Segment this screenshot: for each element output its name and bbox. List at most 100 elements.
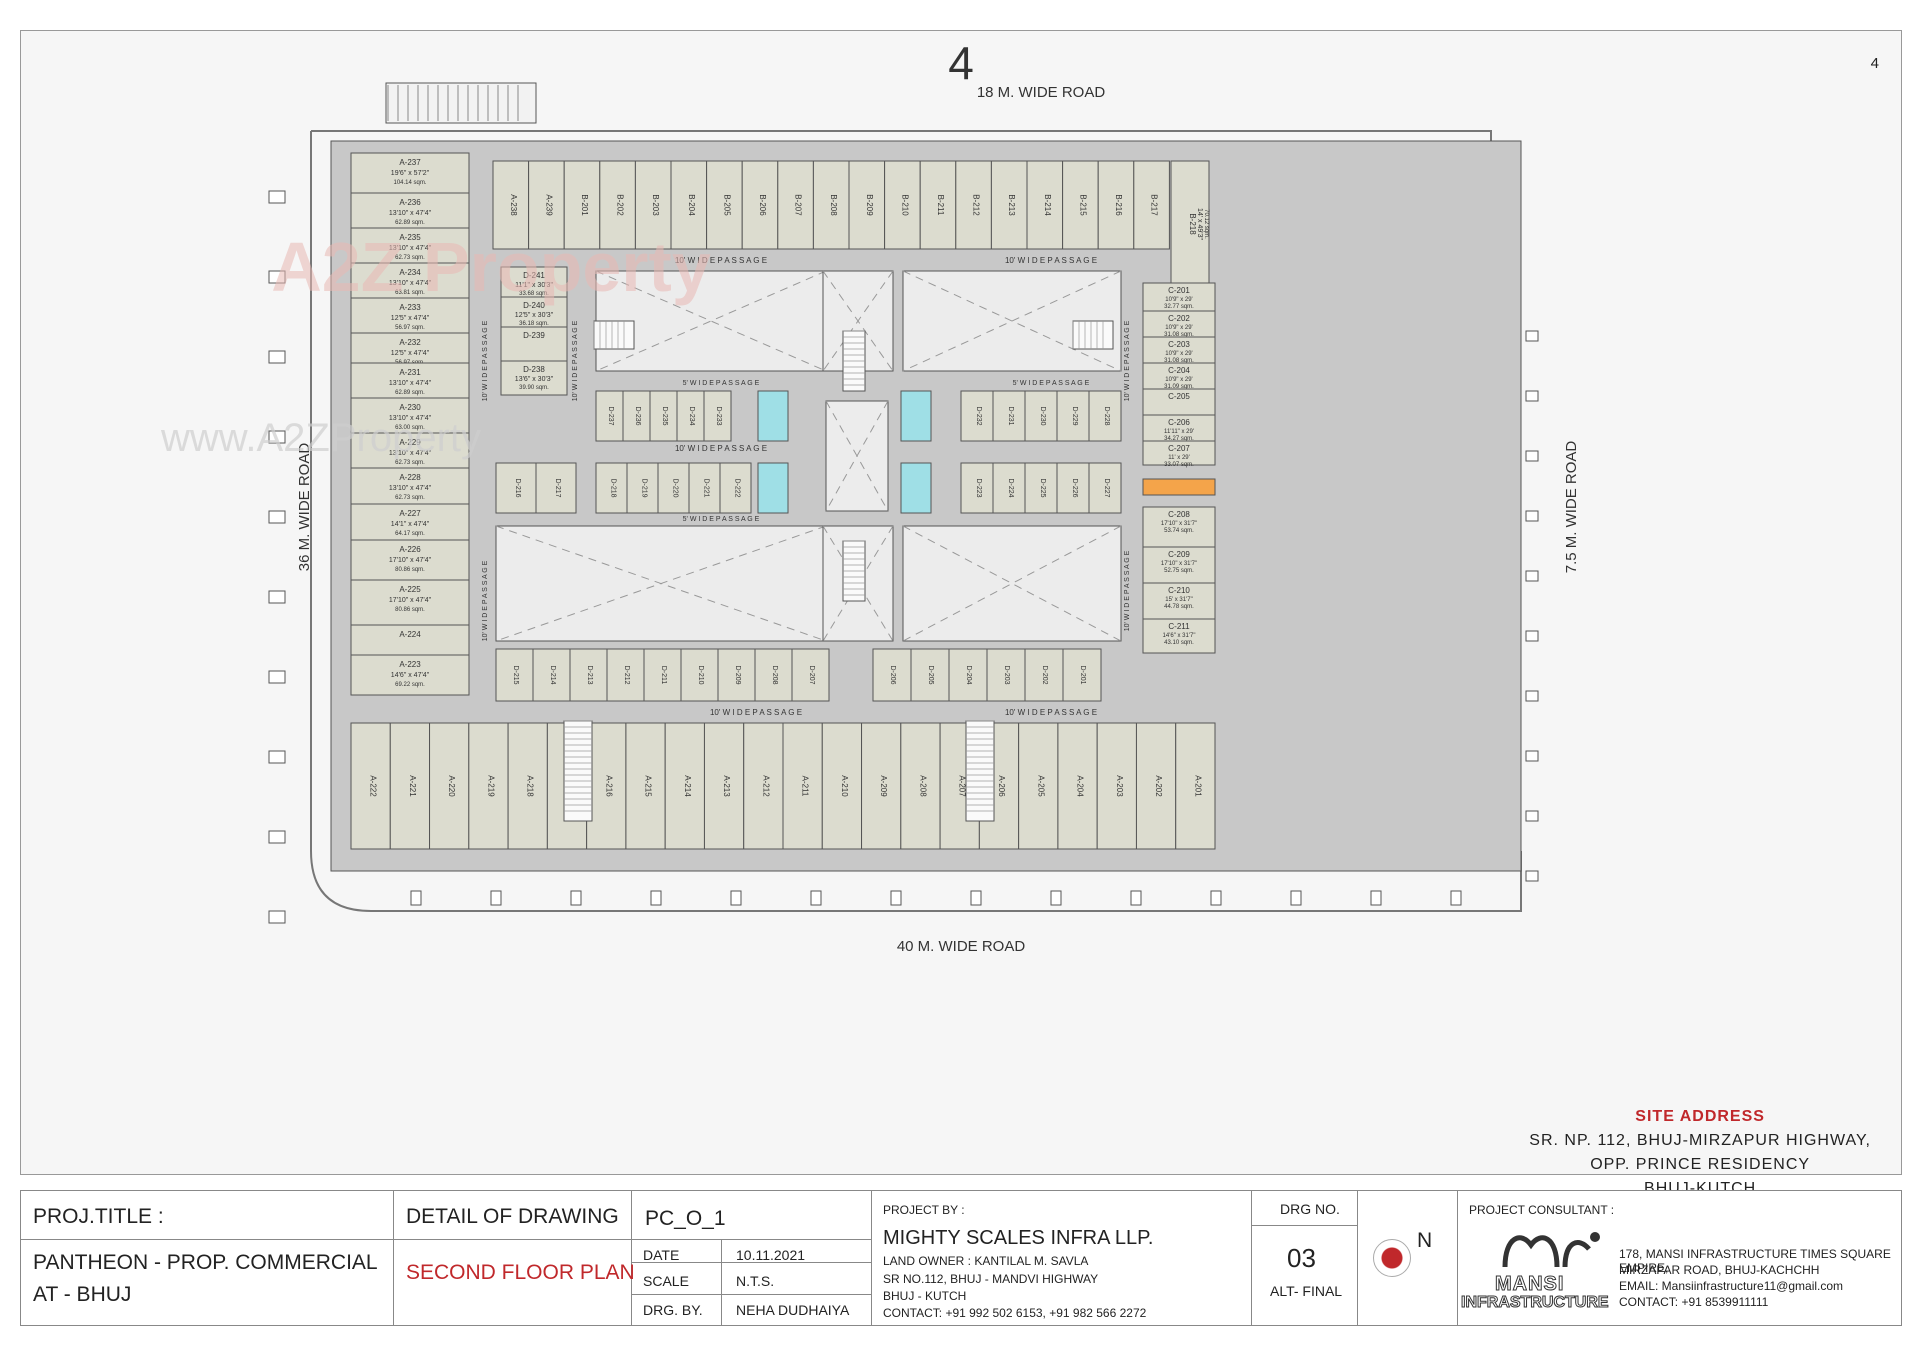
unit-id: A-208 xyxy=(918,775,927,797)
unit-a-239 xyxy=(528,160,565,250)
unit-b-208 xyxy=(812,160,850,250)
unit-b-211 xyxy=(919,160,957,250)
unit-a-210 xyxy=(821,722,863,850)
electrical-room xyxy=(1142,478,1216,496)
unit-id: C-202 xyxy=(1168,314,1190,323)
unit-id: D-213 xyxy=(586,665,593,684)
unit-id: B-204 xyxy=(687,194,696,216)
unit-id: D-241 xyxy=(523,271,545,280)
unit-dimension: 12'5" x 47'4" xyxy=(391,315,430,322)
passage-label: 10' W I D E P A S S A G E xyxy=(482,320,489,401)
unit-id: D-227 xyxy=(1103,478,1110,497)
unit-b-202 xyxy=(599,160,636,250)
unit-id: D-240 xyxy=(523,301,545,310)
unit-id: D-234 xyxy=(688,406,695,425)
consultant-contact: CONTACT: +91 8539911111 xyxy=(1619,1295,1769,1309)
unit-d-208 xyxy=(754,648,793,702)
consultant-email: EMAIL: Mansiinfrastructure11@gmail.com xyxy=(1619,1279,1844,1293)
unit-a-227 xyxy=(350,503,470,541)
unit-dimension: 12'5" x 30'3" xyxy=(515,312,554,319)
unit-id: D-215 xyxy=(512,665,519,684)
lift-core xyxy=(757,462,789,514)
unit-d-207 xyxy=(791,648,830,702)
column-marker xyxy=(890,890,902,906)
unit-a-212 xyxy=(743,722,784,850)
unit-id: D-221 xyxy=(703,478,710,497)
unit-id: B-212 xyxy=(972,194,981,216)
unit-id: A-210 xyxy=(840,775,849,797)
date-value: 10.11.2021 xyxy=(736,1247,806,1263)
column-marker xyxy=(1050,890,1062,906)
unit-id: D-224 xyxy=(1007,478,1014,497)
passage-label: 10' W I D E P A S S A G E xyxy=(710,708,802,717)
unit-area: 62.73 sqm. xyxy=(395,460,425,466)
unit-a-233 xyxy=(350,297,470,334)
unit-d-213 xyxy=(569,648,608,702)
proj-title-cell xyxy=(21,1191,394,1325)
unit-dimension: 19'6" x 57'2" xyxy=(391,170,430,177)
unit-area: 64.17 sqm. xyxy=(395,531,425,537)
unit-d-234 xyxy=(676,390,705,442)
unit-a-221 xyxy=(389,722,431,850)
unit-d-222 xyxy=(719,462,752,514)
mansi-logo-icon xyxy=(1502,1232,1600,1268)
court-bottom-left-void xyxy=(495,525,827,642)
unit-d-230 xyxy=(1024,390,1058,442)
unit-d-203 xyxy=(986,648,1026,702)
unit-area: 63.81 sqm. xyxy=(395,290,425,296)
unit-area: 52.75 sqm. xyxy=(1164,568,1194,574)
drg-status: ALT- FINAL xyxy=(1270,1283,1343,1299)
unit-id: D-228 xyxy=(1103,406,1110,425)
unit-id: A-206 xyxy=(997,775,1006,797)
unit-id: D-230 xyxy=(1039,406,1046,425)
column-marker xyxy=(1525,510,1539,522)
unit-d-238 xyxy=(500,360,568,396)
unit-dimension: 13'10" x 47'4" xyxy=(389,280,432,287)
column-marker xyxy=(570,890,582,906)
unit-dimension: 13'6" x 30'3" xyxy=(515,376,554,383)
unit-dimension: 17'10" x 31'7" xyxy=(1161,561,1197,567)
unit-id: B-216 xyxy=(1114,194,1123,216)
unit-dimension: 13'10" x 47'4" xyxy=(389,380,432,387)
unit-id: A-234 xyxy=(399,268,421,277)
unit-a-223 xyxy=(350,654,470,696)
unit-id: D-220 xyxy=(672,478,679,497)
unit-a-225 xyxy=(350,579,470,626)
road-label-left: 36 M. WIDE ROAD xyxy=(296,443,313,572)
watermark-logo: A2Z Property xyxy=(271,228,711,306)
unit-id: A-226 xyxy=(399,545,421,554)
unit-id: A-228 xyxy=(399,473,421,482)
unit-area: 63.00 sqm. xyxy=(395,425,425,431)
unit-id: C-206 xyxy=(1168,418,1190,427)
unit-b-214 xyxy=(1026,160,1064,250)
column-marker xyxy=(1525,630,1539,642)
sheet-number: 4 xyxy=(948,37,974,89)
company-address1: SR NO.112, BHUJ - MANDVI HIGHWAY xyxy=(883,1272,1099,1286)
unit-c-205 xyxy=(1142,388,1216,416)
unit-d-226 xyxy=(1056,462,1090,514)
unit-dimension: 13'10" x 47'4" xyxy=(389,450,432,457)
unit-id: A-239 xyxy=(544,194,553,216)
unit-a-201 xyxy=(1175,722,1216,850)
unit-id: D-204 xyxy=(965,665,972,684)
column-marker xyxy=(268,670,286,684)
passage-label: 5' W I D E P A S S A G E xyxy=(683,380,760,387)
unit-dimension: 11' x 29' xyxy=(1168,455,1190,461)
unit-id: A-219 xyxy=(486,775,495,797)
unit-d-236 xyxy=(622,390,651,442)
unit-id: C-201 xyxy=(1168,286,1190,295)
unit-id: C-207 xyxy=(1168,444,1190,453)
unit-c-201 xyxy=(1142,282,1216,312)
unit-a-218 xyxy=(507,722,548,850)
unit-id: D-226 xyxy=(1071,478,1078,497)
scale-label: SCALE xyxy=(643,1273,689,1289)
unit-area: 70.12 sqm. xyxy=(1203,209,1209,239)
unit-d-204 xyxy=(948,648,988,702)
unit-id: B-209 xyxy=(865,194,874,216)
road-label-top: 18 M. WIDE ROAD xyxy=(977,84,1106,101)
unit-id: B-202 xyxy=(616,194,625,216)
court-top-center-void xyxy=(822,270,894,372)
unit-id: B-203 xyxy=(651,194,660,216)
unit-id: A-232 xyxy=(399,338,421,347)
consultant-logo-text-1: MANSI xyxy=(1494,1273,1565,1296)
